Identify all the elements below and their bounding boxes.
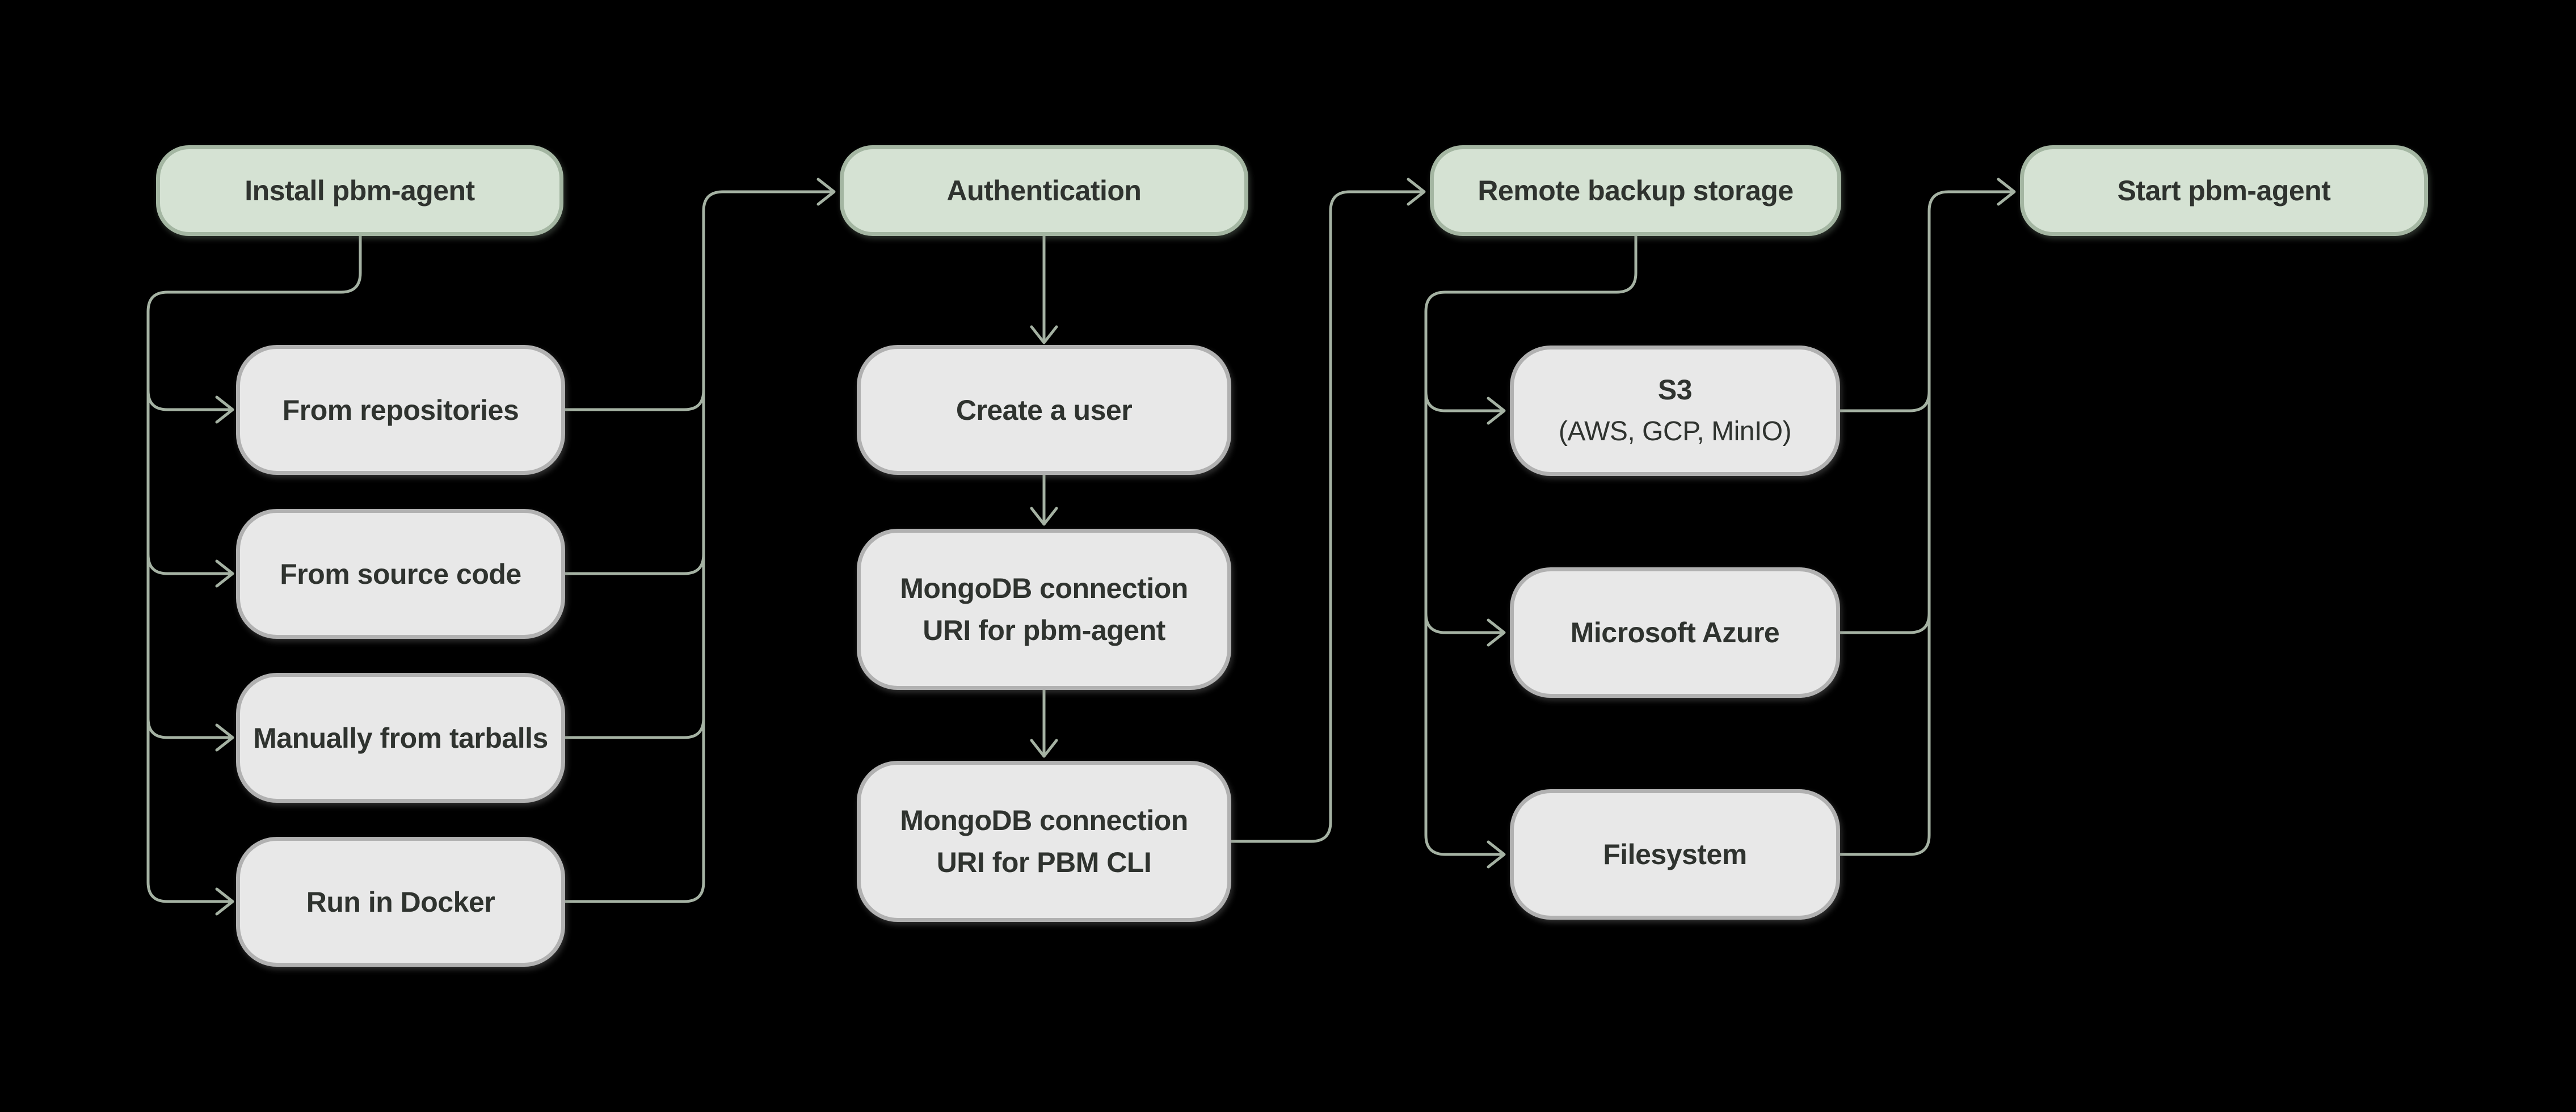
node-run-in-docker[interactable]: Run in Docker	[236, 837, 565, 967]
arrowhead-run-in-docker	[215, 887, 234, 916]
node-label: Authentication	[946, 175, 1142, 207]
arrowhead-microsoft-azure	[1487, 618, 1506, 647]
arrowhead-manually-from-tarballs	[215, 723, 234, 752]
arrowhead-from-repositories	[215, 395, 234, 424]
edge-run-in-docker-to-authentication	[563, 190, 834, 903]
node-start-pbm-agent[interactable]: Start pbm-agent	[2020, 145, 2428, 236]
node-label: Remote backup storage	[1478, 175, 1794, 207]
edge-remote-to-s3	[1424, 390, 1504, 412]
node-label: Microsoft Azure	[1570, 617, 1780, 648]
edge-remote-to-microsoft-azure	[1424, 612, 1504, 634]
node-label: From repositories	[282, 394, 519, 426]
edge-filesystem-to-start	[1838, 190, 2014, 856]
arrowhead-remote-backup-storage	[1407, 178, 1426, 206]
edge-microsoft-azure-to-start	[1838, 612, 1931, 634]
node-filesystem[interactable]: Filesystem	[1510, 789, 1840, 920]
node-install-pbm-agent[interactable]: Install pbm-agent	[156, 145, 563, 236]
edge-uri-pbm-cli-to-remote-backup-storage	[1230, 190, 1424, 843]
edge-from-repositories-to-authentication	[563, 389, 705, 411]
node-label: Create a user	[956, 394, 1133, 426]
node-label: S3	[1657, 374, 1693, 406]
node-label-line2: URI for pbm-agent	[923, 614, 1165, 646]
arrowhead-uri-pbm-cli	[1030, 739, 1058, 758]
node-mongodb-connection-uri-for-pbm-cli[interactable]: MongoDB connection URI for PBM CLI	[857, 761, 1231, 922]
node-manually-from-tarballs[interactable]: Manually from tarballs	[236, 673, 565, 803]
node-from-source-code[interactable]: From source code	[236, 509, 565, 639]
node-s3[interactable]: S3 (AWS, GCP, MinIO)	[1510, 346, 1840, 476]
edge-install-to-manually-from-tarballs	[146, 717, 233, 739]
node-from-repositories[interactable]: From repositories	[236, 345, 565, 475]
node-label: Run in Docker	[306, 886, 495, 918]
edge-install-to-run-in-docker	[146, 234, 362, 903]
node-label-line2: URI for PBM CLI	[936, 846, 1152, 878]
node-label-line1: MongoDB connection	[900, 572, 1188, 604]
edge-manually-from-tarballs-to-authentication	[563, 717, 705, 739]
arrowhead-create-a-user	[1030, 325, 1058, 344]
edge-from-source-code-to-authentication	[563, 553, 705, 575]
node-label: Start pbm-agent	[2117, 175, 2331, 207]
node-label: Manually from tarballs	[253, 722, 548, 754]
node-label: Install pbm-agent	[245, 175, 475, 207]
node-remote-backup-storage[interactable]: Remote backup storage	[1430, 145, 1841, 236]
node-authentication[interactable]: Authentication	[840, 145, 1248, 236]
node-create-a-user[interactable]: Create a user	[857, 345, 1231, 475]
node-microsoft-azure[interactable]: Microsoft Azure	[1510, 567, 1840, 698]
arrowhead-filesystem	[1487, 840, 1506, 869]
node-sublabel: (AWS, GCP, MinIO)	[1558, 416, 1792, 447]
edge-remote-to-filesystem	[1424, 234, 1638, 856]
node-mongodb-connection-uri-for-pbm-agent[interactable]: MongoDB connection URI for pbm-agent	[857, 529, 1231, 690]
arrowhead-start-pbm-agent	[1997, 178, 2016, 206]
edge-s3-to-start	[1838, 390, 1931, 412]
arrowhead-s3	[1487, 397, 1506, 425]
edge-install-to-from-repositories	[146, 389, 233, 411]
edge-install-to-from-source-code	[146, 553, 233, 575]
node-label-line1: MongoDB connection	[900, 804, 1188, 836]
arrowhead-authentication	[816, 178, 836, 206]
node-label: Filesystem	[1603, 839, 1747, 870]
arrowhead-from-source-code	[215, 559, 234, 588]
node-label: From source code	[280, 558, 521, 590]
arrowhead-uri-pbm-agent	[1030, 507, 1058, 526]
